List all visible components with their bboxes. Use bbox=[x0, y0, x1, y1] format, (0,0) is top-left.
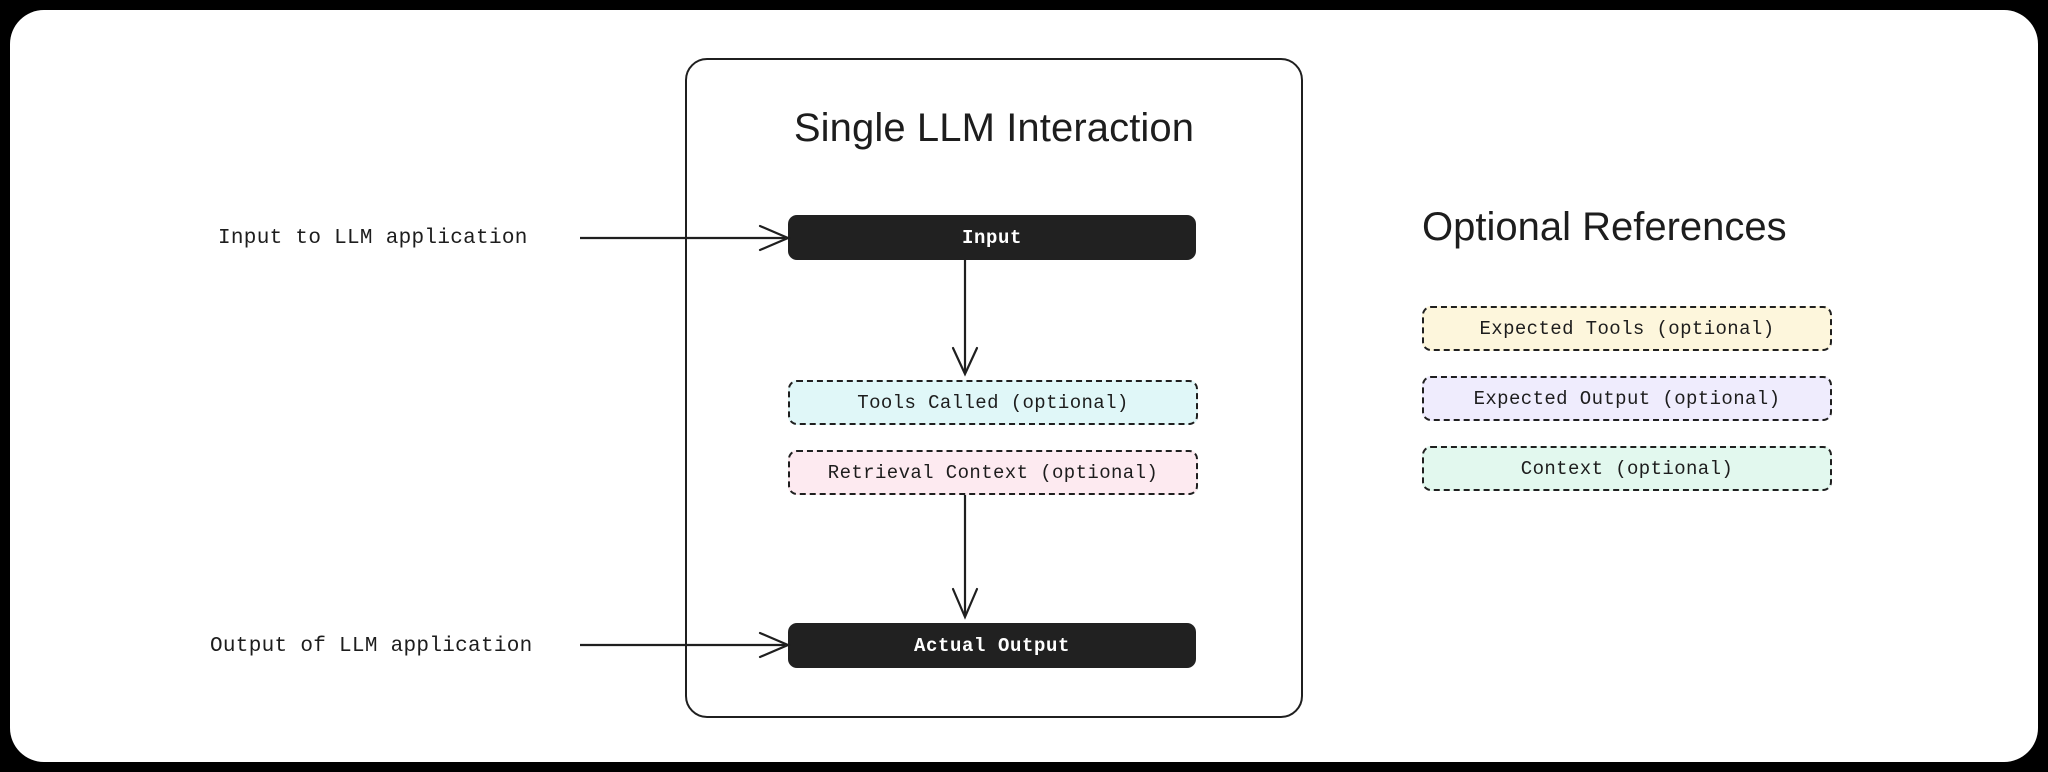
arrow-output-annotation-icon bbox=[580, 631, 791, 659]
annotation-output-label: Output of LLM application bbox=[210, 635, 533, 658]
arrow-input-annotation-icon bbox=[580, 224, 791, 252]
ref-expected-tools[interactable]: Expected Tools (optional) bbox=[1422, 306, 1832, 351]
node-actual-output[interactable]: Actual Output bbox=[788, 623, 1196, 668]
ref-expected-output[interactable]: Expected Output (optional) bbox=[1422, 376, 1832, 421]
diagram-canvas: Single LLM Interaction Input Tools Calle… bbox=[10, 10, 2038, 762]
arrow-input-to-tools-icon bbox=[951, 260, 979, 377]
node-tools-called[interactable]: Tools Called (optional) bbox=[788, 380, 1198, 425]
ref-context[interactable]: Context (optional) bbox=[1422, 446, 1832, 491]
optional-references-title: Optional References bbox=[1422, 205, 1787, 249]
node-input[interactable]: Input bbox=[788, 215, 1196, 260]
single-llm-interaction-container bbox=[685, 58, 1303, 718]
interaction-title: Single LLM Interaction bbox=[793, 106, 1195, 150]
annotation-input-label: Input to LLM application bbox=[218, 227, 528, 250]
node-retrieval-context[interactable]: Retrieval Context (optional) bbox=[788, 450, 1198, 495]
arrow-retrieval-context-to-actual-output-icon bbox=[951, 495, 979, 620]
